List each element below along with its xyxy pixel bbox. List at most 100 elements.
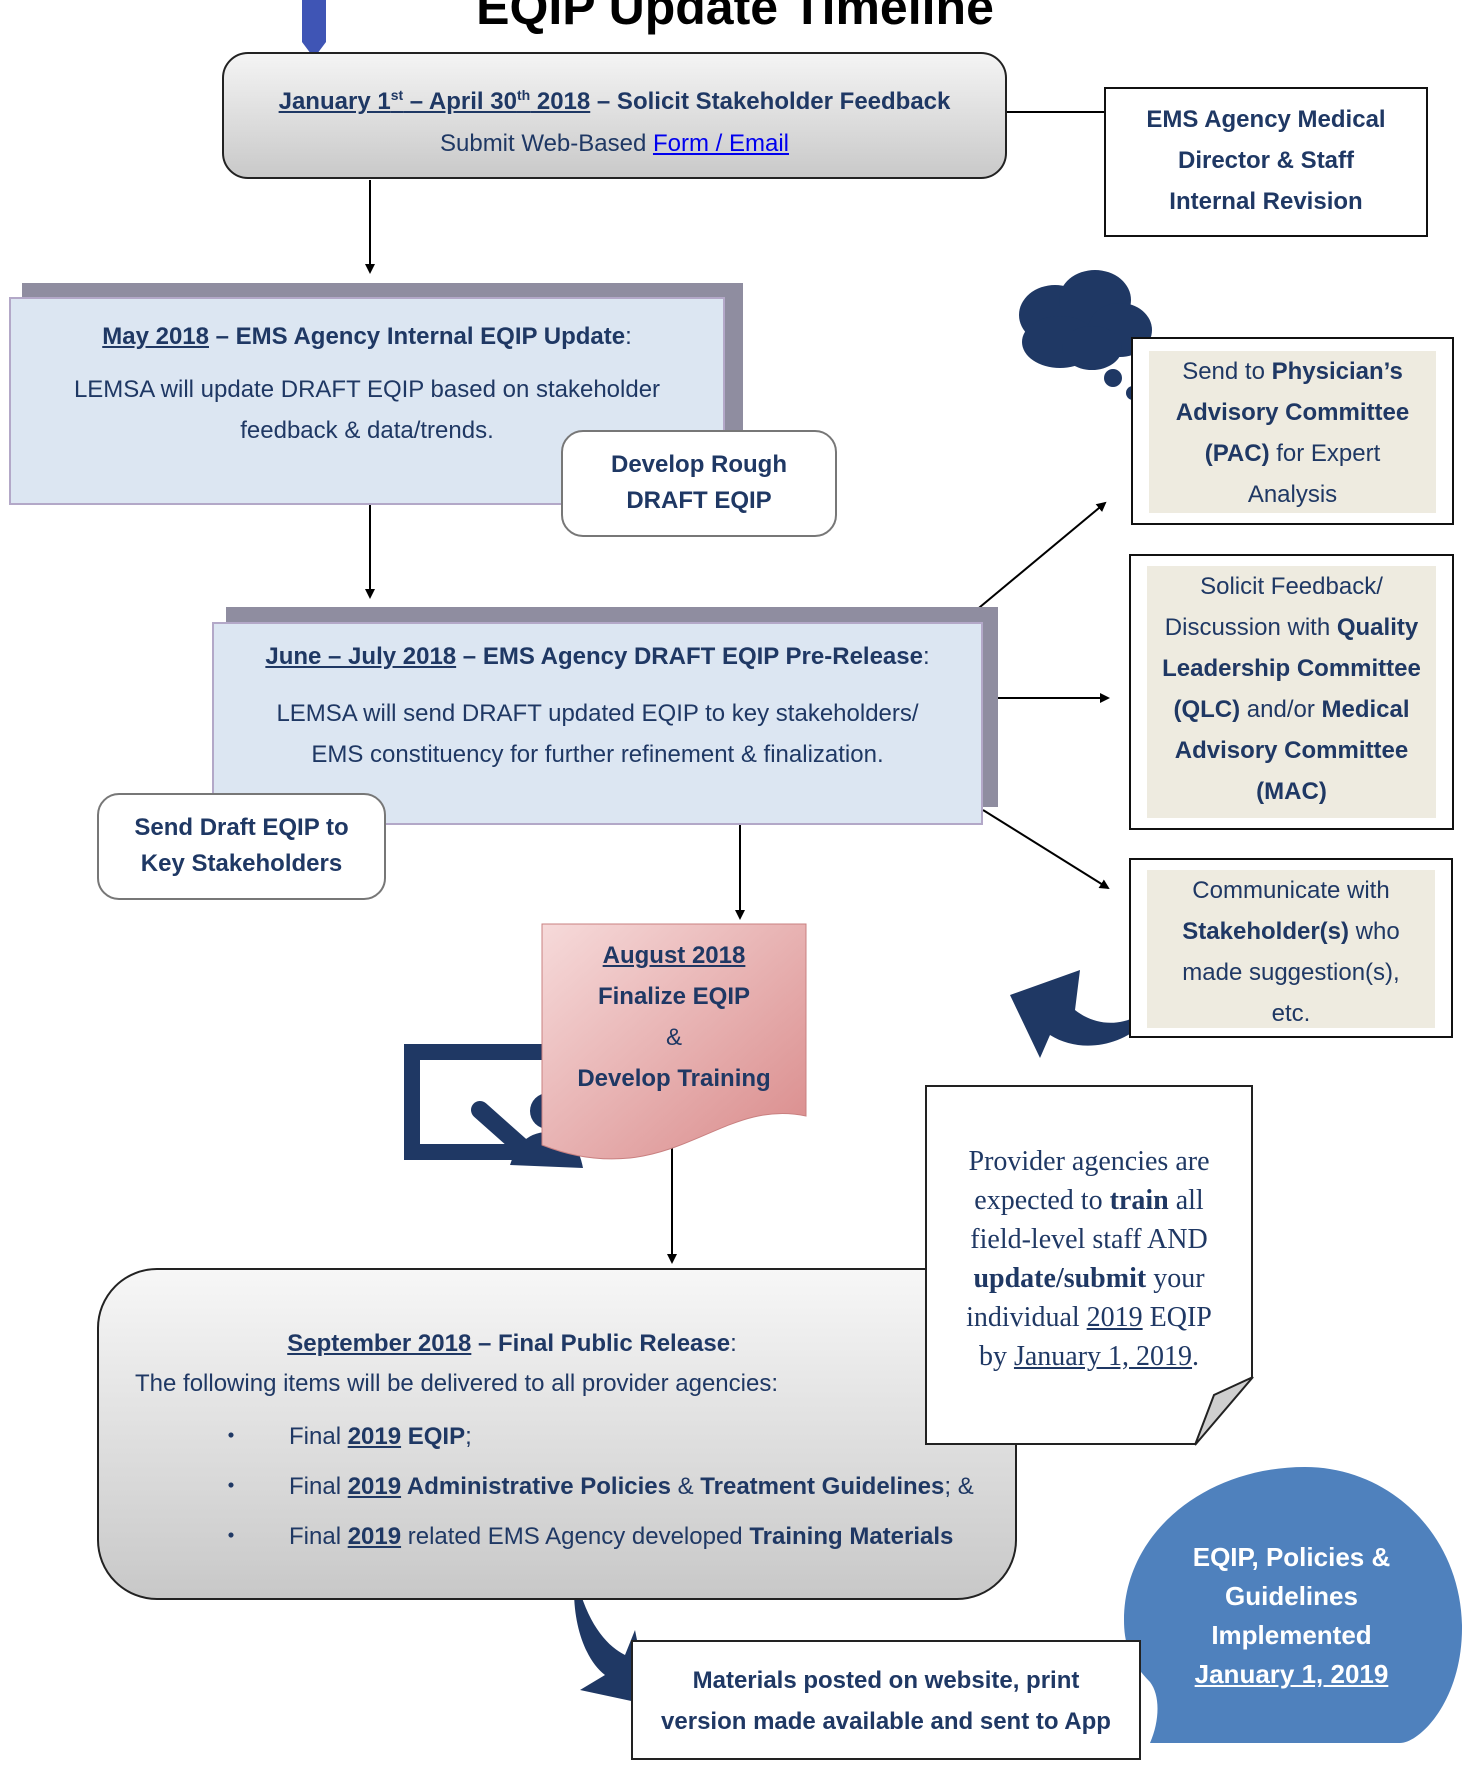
note-underline: January 1, 2019 xyxy=(1013,1341,1193,1372)
item-bold: Training Materials xyxy=(749,1523,954,1550)
rough-draft-line: DRAFT EQIP xyxy=(626,487,772,514)
form-email-link[interactable]: Form / Email xyxy=(652,130,789,157)
note-text: . xyxy=(1192,1341,1200,1372)
arrow xyxy=(982,809,1110,890)
communicate-text: Communicate with xyxy=(1192,877,1390,904)
item-bold: Treatment Guidelines xyxy=(700,1473,945,1500)
item-year: 2019 xyxy=(347,1473,402,1500)
send-draft-line: Send Draft EQIP to xyxy=(134,814,349,841)
communicate-bold: Stakeholder(s) xyxy=(1182,918,1349,945)
pac-text: Send to xyxy=(1182,358,1272,385)
list-item: ・Final 2019 related EMS Agency developed… xyxy=(219,1512,974,1562)
implemented-line: Implemented xyxy=(1211,1620,1372,1650)
step4-line: Develop Training xyxy=(577,1065,771,1092)
qlc-bold: Leadership Committee xyxy=(1162,655,1421,682)
medical-director-line: Internal Revision xyxy=(1169,188,1363,215)
qlc-bold: Quality xyxy=(1336,614,1419,641)
implemented-date: January 1, 2019 xyxy=(1194,1659,1389,1689)
item-bold: Administrative Policies xyxy=(401,1473,671,1500)
list-item: ・Final 2019 EQIP; xyxy=(219,1412,974,1462)
note-text: field-level staff AND xyxy=(970,1224,1208,1255)
pac-bold: Advisory Committee xyxy=(1175,399,1410,426)
item-year: 2019 xyxy=(347,1423,402,1450)
qlc-bold: Advisory Committee xyxy=(1174,737,1409,764)
implemented-bubble: EQIP, Policies & Guidelines Implemented … xyxy=(1124,1470,1459,1770)
step3-box: June – July 2018 – EMS Agency DRAFT EQIP… xyxy=(212,622,983,825)
step1-heading: – Solicit Stakeholder Feedback xyxy=(590,88,951,115)
start-marker-icon xyxy=(302,0,326,58)
posted-box: Materials posted on website, print versi… xyxy=(631,1640,1141,1760)
colon: : xyxy=(730,1330,737,1357)
curved-arrow-icon xyxy=(1010,970,1170,1058)
step3-date: June – July 2018 xyxy=(265,643,457,670)
step2-body: LEMSA will update DRAFT EQIP based on st… xyxy=(73,376,661,403)
bullet: ・ xyxy=(219,1423,243,1450)
step2-body: feedback & data/trends. xyxy=(240,417,494,444)
implemented-line: Guidelines xyxy=(1225,1581,1358,1611)
step1-date-end: 2018 xyxy=(530,88,591,115)
bullet: ・ xyxy=(219,1473,243,1500)
note-text: expected to xyxy=(974,1185,1110,1216)
qlc-text: and/or xyxy=(1240,696,1322,723)
communicate-text: who xyxy=(1349,918,1400,945)
step5-box: September 2018 – Final Public Release: T… xyxy=(97,1268,1017,1600)
item-text: ; xyxy=(465,1423,472,1450)
qlc-box: Solicit Feedback/ Discussion with Qualit… xyxy=(1129,554,1454,830)
superscript: th xyxy=(516,87,531,103)
arrow xyxy=(961,501,1107,623)
rough-draft-box: Develop Rough DRAFT EQIP xyxy=(561,430,837,537)
item-text: & xyxy=(670,1473,701,1500)
superscript: st xyxy=(390,87,404,103)
item-year: 2019 xyxy=(347,1523,402,1550)
step5-intro: The following items will be delivered to… xyxy=(135,1370,778,1397)
step1-line2: Submit Web-Based xyxy=(439,130,653,157)
step4-box: August 2018 Finalize EQIP & Develop Trai… xyxy=(542,935,806,1099)
note-text: EQIP xyxy=(1142,1302,1212,1333)
step4-date: August 2018 xyxy=(602,942,746,969)
note-text: Provider agencies are xyxy=(968,1146,1210,1177)
note-bold: train xyxy=(1109,1185,1169,1216)
communicate-text: etc. xyxy=(1271,1000,1311,1027)
colon: : xyxy=(625,323,632,350)
qlc-text: Solicit Feedback/ xyxy=(1200,573,1383,600)
note-text: your xyxy=(1146,1263,1205,1294)
step3-heading: – EMS Agency DRAFT EQIP Pre-Release xyxy=(456,643,923,670)
step4-amp: & xyxy=(665,1024,682,1051)
note-underline: 2019 xyxy=(1086,1302,1143,1333)
pac-text: for Expert xyxy=(1269,440,1381,467)
item-text: Final xyxy=(289,1523,348,1550)
step3-body: LEMSA will send DRAFT updated EQIP to ke… xyxy=(276,700,919,727)
medical-director-box: EMS Agency Medical Director & Staff Inte… xyxy=(1104,87,1428,237)
page-title: EQIP Update Timeline xyxy=(476,0,994,35)
rough-draft-line: Develop Rough xyxy=(610,451,787,478)
list-item: ・ Final 2019 Administrative Policies & Tr… xyxy=(219,1462,974,1512)
pac-bold: (PAC) xyxy=(1204,440,1270,467)
item-text: Final xyxy=(289,1473,348,1500)
step5-heading: – Final Public Release xyxy=(471,1330,731,1357)
colon: : xyxy=(922,643,930,670)
item-text: ; & xyxy=(944,1473,974,1500)
medical-director-line: Director & Staff xyxy=(1177,147,1355,174)
step1-date-mid: – April 30 xyxy=(403,88,517,115)
note-text: by xyxy=(978,1341,1014,1372)
thought-cloud-icon xyxy=(1019,270,1152,400)
step1-date: January 1 xyxy=(278,88,391,115)
step3-body: EMS constituency for further refinement … xyxy=(311,741,884,768)
pac-text: Analysis xyxy=(1247,481,1338,508)
qlc-bold: (MAC) xyxy=(1256,778,1327,805)
provider-note: Provider agencies are expected to train … xyxy=(925,1085,1253,1445)
send-draft-box: Send Draft EQIP to Key Stakeholders xyxy=(97,793,386,900)
communicate-text: made suggestion(s), xyxy=(1182,959,1400,986)
posted-line: Materials posted on website, print xyxy=(692,1667,1080,1694)
communicate-box: Communicate with Stakeholder(s) who made… xyxy=(1129,858,1453,1038)
step4-line: Finalize EQIP xyxy=(597,983,751,1010)
speech-bubble-shape xyxy=(1124,1467,1463,1743)
step5-date: September 2018 xyxy=(287,1330,472,1357)
item-text: related EMS Agency developed xyxy=(401,1523,750,1550)
medical-director-line: EMS Agency Medical xyxy=(1146,106,1386,133)
item-text: Final xyxy=(289,1423,348,1450)
qlc-text: Discussion with xyxy=(1164,614,1337,641)
note-bold: update/submit xyxy=(973,1263,1147,1294)
posted-line: version made available and sent to App xyxy=(661,1708,1111,1735)
